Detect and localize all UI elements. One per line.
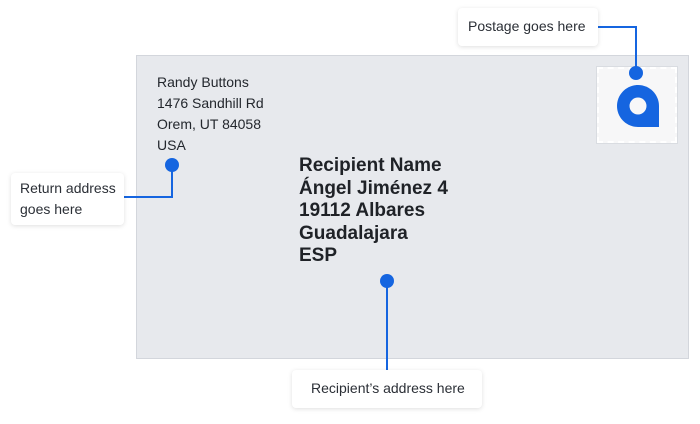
recipient-callout: Recipient’s address here <box>292 370 482 408</box>
return-address-callout: Return address goes here <box>11 173 124 225</box>
postage-callout: Postage goes here <box>458 8 598 46</box>
recipient-line-5: ESP <box>299 245 338 267</box>
return-address-line-4: USA <box>157 137 186 153</box>
return-address-marker-dot <box>165 158 179 172</box>
return-address: Randy Buttons 1476 Sandhill Rd Orem, UT … <box>157 72 264 156</box>
recipient-address: Recipient Name Ángel Jiménez 4 19112 Alb… <box>299 155 448 268</box>
recipient-callout-label: Recipient’s address here <box>311 380 465 396</box>
brand-logo-icon <box>617 85 659 127</box>
envelope <box>136 55 689 359</box>
recipient-line-3: 19112 Albares <box>299 200 426 222</box>
return-address-line-3: Orem, UT 84058 <box>157 116 262 132</box>
postage-callout-label: Postage goes here <box>468 18 586 34</box>
recipient-marker-dot <box>380 274 394 288</box>
postage-marker-dot <box>629 66 643 80</box>
postage-connector <box>598 26 637 73</box>
return-address-line-1: Randy Buttons <box>157 74 249 90</box>
return-address-connector <box>124 165 173 198</box>
return-callout-line-1: Return address <box>20 180 116 196</box>
recipient-line-1: Recipient Name <box>299 155 442 176</box>
recipient-line-4: Guadalajara <box>299 222 408 244</box>
return-address-line-2: 1476 Sandhill Rd <box>157 95 264 111</box>
recipient-line-2: Ángel Jiménez 4 <box>299 177 448 199</box>
return-callout-line-2: goes here <box>20 201 83 217</box>
